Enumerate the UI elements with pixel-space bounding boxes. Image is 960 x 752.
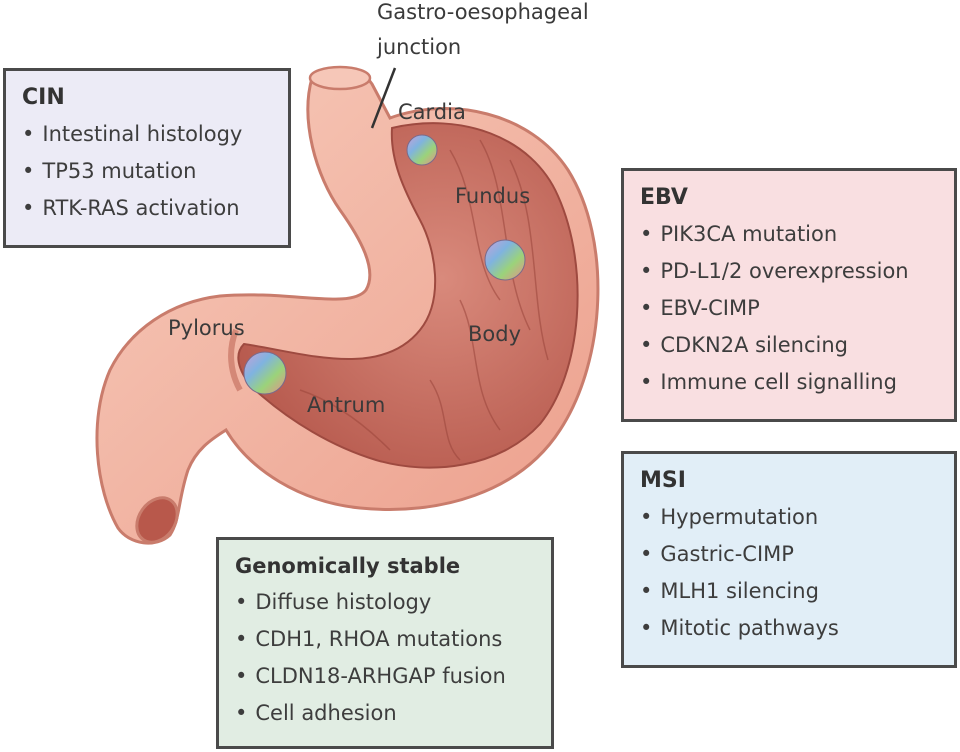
oesophagus-opening	[308, 65, 372, 91]
list-item: PD-L1/2 overexpression	[640, 253, 938, 290]
gej-pointer-line	[370, 67, 397, 129]
list-item: CDKN2A silencing	[640, 327, 938, 364]
list-item: Intestinal histology	[22, 116, 272, 153]
fundus-label: Fundus	[455, 184, 531, 208]
ebv-subtype-box: EBV PIK3CA mutation PD-L1/2 overexpressi…	[621, 168, 957, 422]
list-item: TP53 mutation	[22, 153, 272, 190]
list-item: MLH1 silencing	[640, 573, 938, 610]
gej-label-line1: Gastro-oesophageal	[377, 0, 589, 24]
msi-feature-list: Hypermutation Gastric-CIMP MLH1 silencin…	[640, 499, 938, 647]
list-item: Gastric-CIMP	[640, 536, 938, 573]
list-item: Hypermutation	[640, 499, 938, 536]
list-item: Cell adhesion	[235, 695, 535, 732]
msi-subtype-box: MSI Hypermutation Gastric-CIMP MLH1 sile…	[621, 451, 957, 668]
list-item: CDH1, RHOA mutations	[235, 621, 535, 658]
cin-feature-list: Intestinal histology TP53 mutation RTK-R…	[22, 116, 272, 227]
stomach-mucosa	[237, 122, 579, 469]
gs-feature-list: Diffuse histology CDH1, RHOA mutations C…	[235, 584, 535, 732]
mucosal-folds	[299, 139, 549, 461]
msi-title: MSI	[640, 468, 686, 493]
body-label: Body	[468, 322, 522, 346]
tumor-marker-antrum	[243, 351, 287, 395]
antrum-label: Antrum	[307, 393, 386, 417]
tumor-marker-fundus	[484, 239, 526, 281]
duodenum-opening	[135, 496, 179, 544]
list-item: RTK-RAS activation	[22, 190, 272, 227]
list-item: CLDN18-ARHGAP fusion	[235, 658, 535, 695]
list-item: Immune cell signalling	[640, 364, 938, 401]
pylorus-label: Pylorus	[168, 316, 245, 340]
list-item: PIK3CA mutation	[640, 216, 938, 253]
cin-title: CIN	[22, 85, 65, 110]
pylorus-ring	[228, 328, 243, 392]
list-item: EBV-CIMP	[640, 290, 938, 327]
cardia-label: Cardia	[398, 100, 466, 124]
list-item: Diffuse histology	[235, 584, 535, 621]
tumor-marker-cardia	[406, 134, 438, 166]
ebv-feature-list: PIK3CA mutation PD-L1/2 overexpression E…	[640, 216, 938, 401]
gs-subtype-box: Genomically stable Diffuse histology CDH…	[216, 537, 554, 749]
cin-subtype-box: CIN Intestinal histology TP53 mutation R…	[3, 68, 291, 248]
gs-title: Genomically stable	[235, 554, 461, 578]
list-item: Mitotic pathways	[640, 610, 938, 647]
ebv-title: EBV	[640, 185, 688, 210]
gej-label-line2: junction	[377, 35, 462, 59]
